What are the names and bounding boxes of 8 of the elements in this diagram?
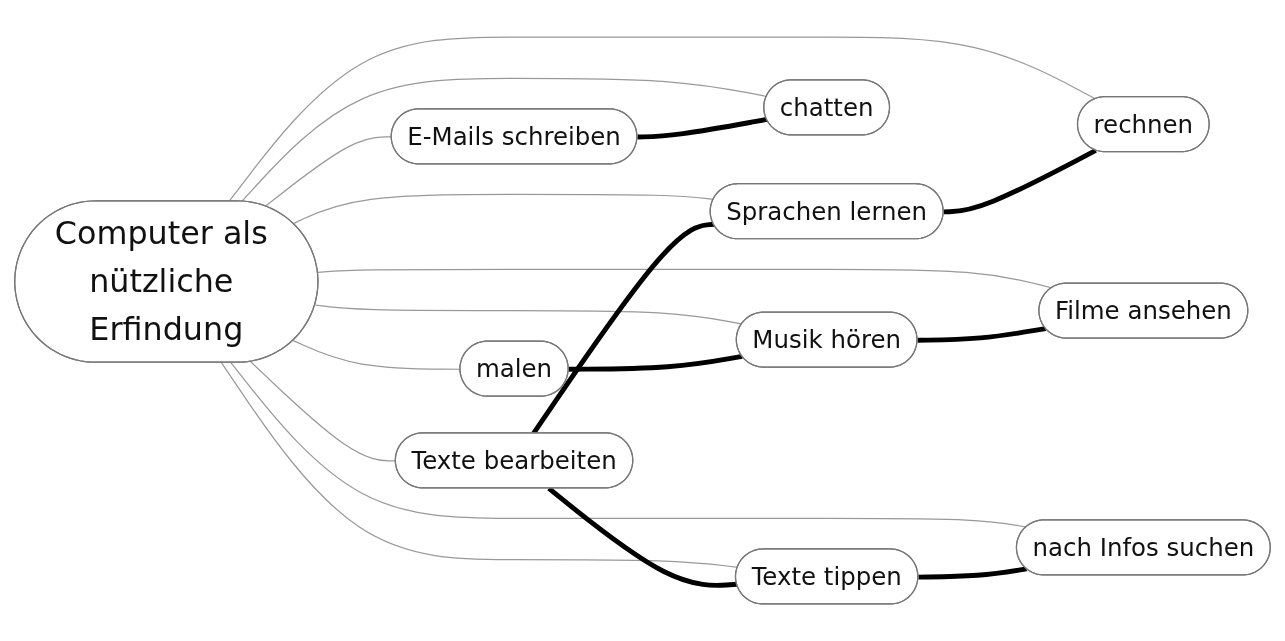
connector bbox=[918, 566, 1027, 580]
connector bbox=[317, 268, 1053, 289]
connector bbox=[568, 353, 743, 372]
connector bbox=[637, 116, 768, 140]
connector bbox=[917, 326, 1047, 343]
connector bbox=[547, 486, 738, 588]
connector bbox=[943, 148, 1097, 215]
connector bbox=[240, 77, 768, 203]
